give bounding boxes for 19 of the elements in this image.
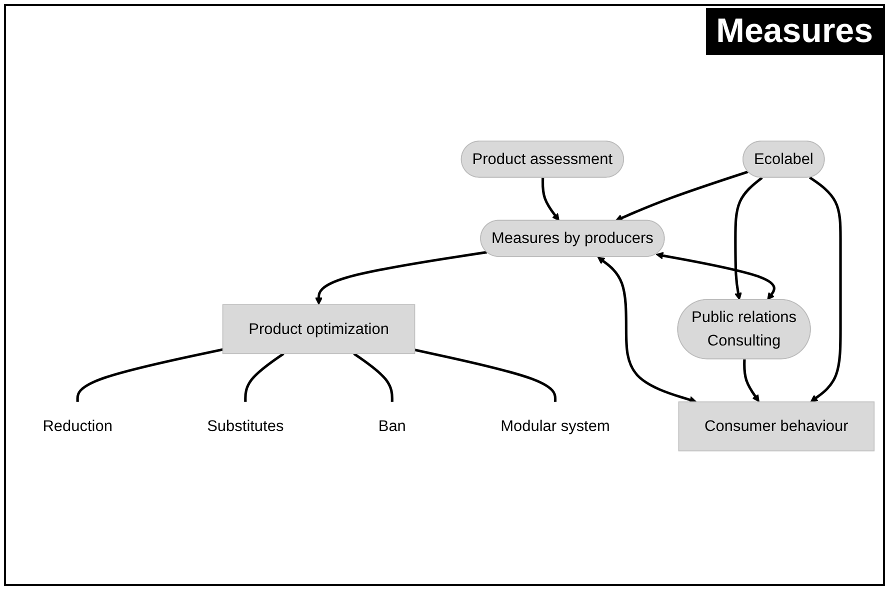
arrow: [597, 256, 697, 404]
node-box: Product optimization: [222, 304, 416, 354]
arrow: [808, 176, 842, 402]
arrow: [615, 170, 748, 222]
node-text: Ban: [378, 417, 406, 435]
node-box: Consumer behaviour: [678, 401, 875, 452]
arrow: [315, 250, 488, 305]
node-text: Modular system: [500, 417, 610, 435]
connector: [353, 352, 394, 402]
node-text: Substitutes: [207, 417, 284, 435]
arrow: [656, 252, 776, 300]
node-text: Reduction: [42, 417, 112, 435]
connector: [244, 352, 284, 402]
arrow: [734, 176, 763, 300]
connector: [414, 348, 557, 402]
arrow: [743, 359, 760, 402]
title: Measures: [706, 8, 883, 55]
connector: [76, 348, 224, 402]
arrow: [541, 178, 560, 222]
